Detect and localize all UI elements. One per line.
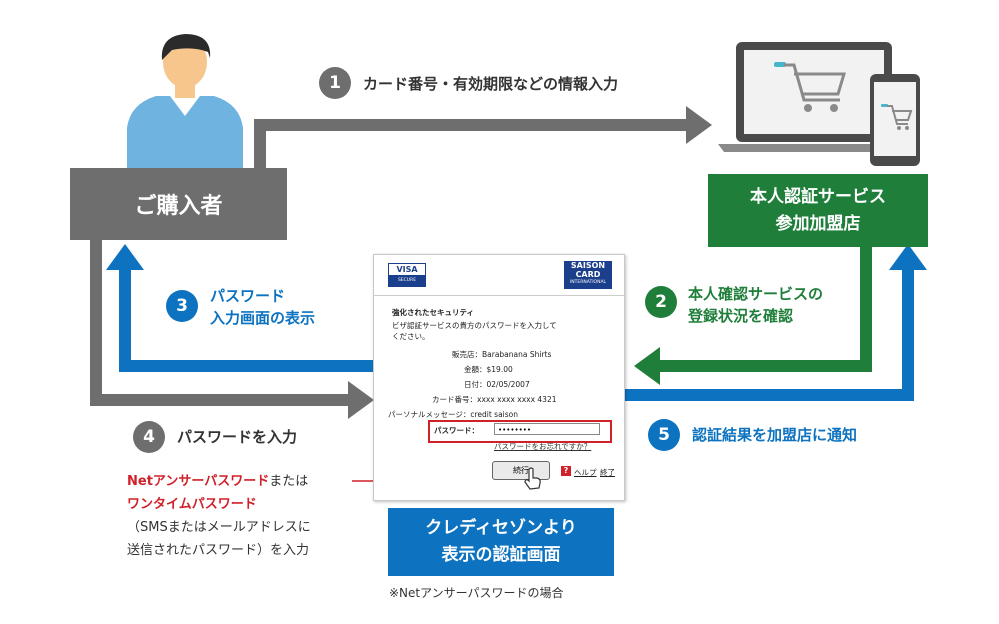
arrow-head-step-3 [106,244,144,270]
phone-cart-icon [881,104,913,130]
buyer-box: ご購入者 [70,168,287,240]
step-3-number: 3 [176,296,188,316]
cart-icon [774,62,847,112]
visa-logo-sub: SECURE [389,275,425,286]
arrow-head-step-5 [889,244,927,270]
step-3-label: パスワード 入力画面の表示 [210,285,315,329]
step-2-label: 本人確認サービスの 登録状況を確認 [688,283,823,327]
screen-shop: 販売店：Barabanana Shirts [452,350,552,359]
step-3-badge: 3 [166,290,198,322]
note-line-4: 送信されたパスワード）を入力 [127,543,310,558]
merchant-devices-icon [718,42,920,166]
merchant-label-line1: 本人認証サービス [750,186,886,207]
merchant-box: 本人認証サービス 参加加盟店 [708,174,928,247]
screen-forgot-link[interactable]: パスワードをお忘れですか？ [494,442,592,451]
auth-caption-line2: 表示の認証画面 [441,545,561,565]
arrow-head-step-2 [634,347,660,385]
arrow-step-5 [624,268,914,401]
step-4-label: パスワードを入力 [177,428,298,446]
saison-logo-line1: SAISON [570,261,606,270]
auth-caption-line1: クレディセゾンより [425,518,577,538]
arrow-step-3 [119,268,374,372]
screen-date: 日付：02/05/2007 [464,380,530,389]
screen-heading: 強化されたセキュリティ [392,308,475,317]
step-4-badge: 4 [133,421,165,453]
step-2-line2: 登録状況を確認 [688,307,794,325]
arrow-step-4 [90,240,350,406]
visa-logo: VISA SECURE [388,263,426,287]
step-4-number: 4 [143,427,155,447]
screen-help-link[interactable]: ヘルプ [574,468,597,477]
password-note: Netアンサーパスワードまたは ワンタイムパスワード （SMSまたはメールアドレ… [127,470,311,562]
screen-submit-button[interactable]: 続行 [492,461,550,480]
arrow-step-2 [658,247,872,372]
step-1-badge: 1 [319,67,351,99]
step-5-badge: 5 [648,419,680,451]
arrow-step-1 [254,119,690,168]
arrow-head-step-1 [686,106,712,144]
step-5-label: 認証結果を加盟店に通知 [692,426,858,444]
screen-amount: 金額：$19.00 [464,365,513,374]
step-3-line1: パスワード [210,287,286,305]
auth-screen-mock: VISA SECURE SAISON CARD INTERNATIONAL 強化… [373,254,625,501]
merchant-label-line2: 参加加盟店 [775,213,861,234]
screen-divider [374,295,624,296]
screen-password-label: パスワード： [434,426,479,435]
step-1-number: 1 [329,73,341,93]
auth-screen-caption: クレディセゾンより 表示の認証画面 [388,508,614,576]
screen-password-field[interactable]: •••••••• [494,423,600,435]
step-3-line2: 入力画面の表示 [210,309,316,327]
screen-quit-link[interactable]: 終了 [600,468,615,477]
note-red-2: ワンタイムパスワード [127,497,257,512]
note-red-1: Netアンサーパスワード [127,474,270,489]
footnote: ※Netアンサーパスワードの場合 [389,586,564,600]
visa-logo-text: VISA [389,264,425,275]
help-icon: ? [561,466,571,476]
screen-desc-1: ビザ認証サービスの貴方のパスワードを入力して [392,321,557,330]
screen-card: カード番号：xxxx xxxx xxxx 4321 [432,395,557,404]
step-1-label: カード番号・有効期限などの情報入力 [363,75,619,93]
saison-logo-line2: CARD [575,270,601,279]
note-plain-1: または [269,474,309,489]
saison-logo-line3: INTERNATIONAL [569,280,607,285]
buyer-person-icon [127,34,243,170]
screen-desc-2: ください。 [392,332,430,341]
saison-logo: SAISON CARD INTERNATIONAL [564,261,612,289]
arrow-head-step-4 [348,381,374,419]
step-2-badge: 2 [645,286,677,318]
step-5-number: 5 [658,425,670,445]
buyer-label: ご購入者 [134,194,223,219]
step-2-line1: 本人確認サービスの [688,285,824,303]
password-highlight [428,420,612,443]
note-line-3: （SMSまたはメールアドレスに [127,520,311,535]
hand-cursor-icon [524,467,541,490]
screen-message: パーソナルメッセージ：credit saison [388,410,519,419]
step-2-number: 2 [655,292,667,312]
